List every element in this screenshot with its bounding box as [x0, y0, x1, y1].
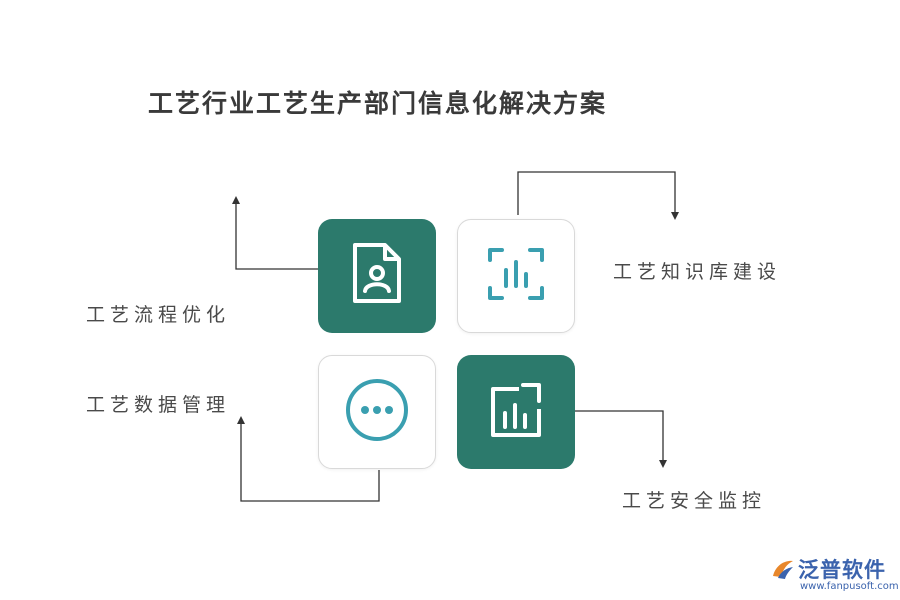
label-data-management: 工艺数据管理 [86, 394, 231, 416]
document-user-icon [349, 241, 405, 311]
connector-process-optimization [232, 196, 318, 270]
brand-logo: 泛普软件 www.fanpusoft.com [770, 552, 899, 596]
tile-process-optimization [318, 219, 436, 333]
logo-url: www.fanpusoft.com [800, 581, 899, 592]
tile-safety-monitoring [457, 355, 575, 469]
page-title: 工艺行业工艺生产部门信息化解决方案 [148, 89, 608, 118]
label-process-optimization: 工艺流程优化 [86, 304, 231, 326]
tile-knowledge-base [457, 219, 575, 333]
tile-data-management [318, 355, 436, 469]
connector-knowledge-base [517, 171, 679, 220]
label-knowledge-base: 工艺知识库建设 [613, 261, 782, 283]
connector-data-management [237, 416, 380, 502]
connector-safety-monitoring [575, 410, 667, 468]
label-safety-monitoring: 工艺安全监控 [622, 490, 767, 512]
chart-export-icon [485, 379, 547, 445]
more-dots-icon [344, 377, 410, 447]
logo-text: 泛普软件 [798, 558, 886, 582]
bar-chart-frame-icon [486, 244, 546, 308]
